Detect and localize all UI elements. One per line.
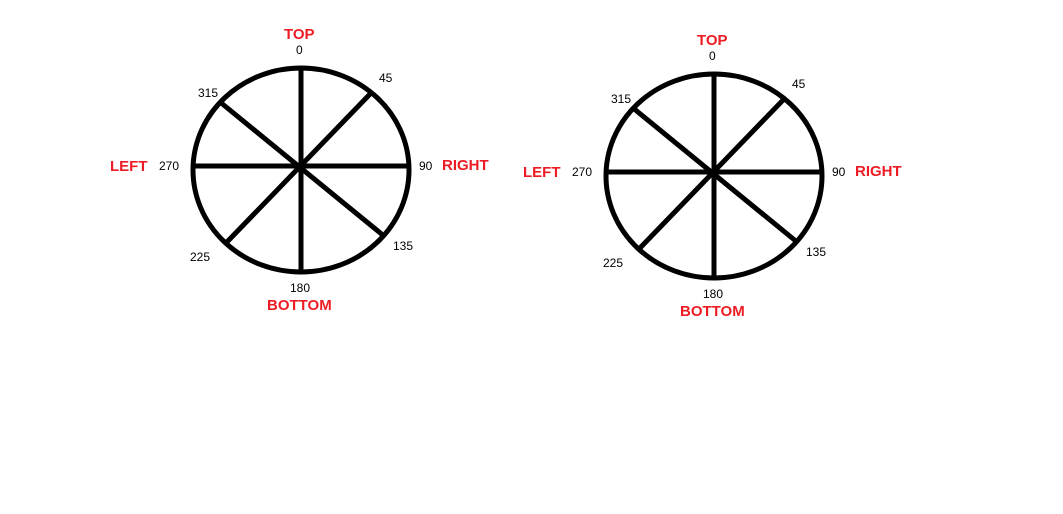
dial-1-left-label: LEFT [110, 158, 148, 175]
dial-2-right-label: RIGHT [855, 163, 902, 180]
dial-2-degree-270: 270 [572, 165, 592, 179]
dial-1-degree-315: 315 [198, 86, 218, 100]
dial-2-degree-315: 315 [611, 92, 631, 106]
dial-2-degree-45: 45 [792, 77, 806, 91]
dial-1-top-label: TOP [284, 26, 315, 43]
dial-2-bottom-label: BOTTOM [680, 303, 745, 320]
dial-1-degree-0: 0 [296, 43, 303, 57]
compass-dial-2: TOP RIGHT BOTTOM LEFT 0 45 90 135 180 22… [523, 32, 902, 320]
dial-1-degree-45: 45 [379, 71, 393, 85]
dial-1-degree-90: 90 [419, 159, 433, 173]
compass-dial-1: TOP RIGHT BOTTOM LEFT 0 45 90 135 180 22… [110, 26, 489, 314]
dial-1-bottom-label: BOTTOM [267, 297, 332, 314]
dial-1-degree-180: 180 [290, 281, 310, 295]
dial-1-right-label: RIGHT [442, 157, 489, 174]
dial-2-left-label: LEFT [523, 164, 561, 181]
dial-2-spoke-315-135 [631, 106, 799, 244]
dial-2-degree-180: 180 [703, 287, 723, 301]
dial-2-top-label: TOP [697, 32, 728, 49]
dial-1-degree-270: 270 [159, 159, 179, 173]
dial-1-spoke-315-135 [218, 100, 386, 238]
dial-1-degree-225: 225 [190, 250, 210, 264]
dial-2-degree-90: 90 [832, 165, 846, 179]
dial-2-degree-135: 135 [806, 245, 826, 259]
dial-2-degree-0: 0 [709, 49, 716, 63]
dial-1-degree-135: 135 [393, 239, 413, 253]
dial-2-degree-225: 225 [603, 256, 623, 270]
